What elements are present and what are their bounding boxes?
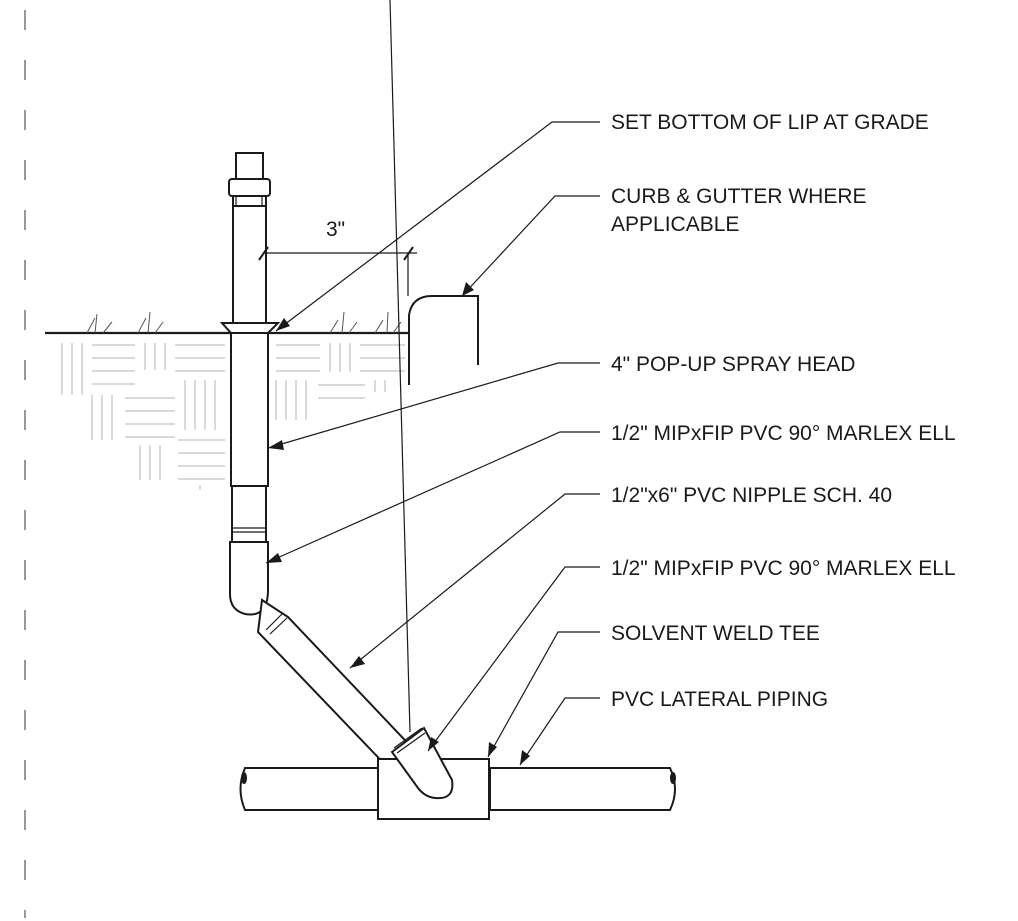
leader-lines: [265, 121, 600, 766]
callout-upper-ell: 1/2" MIPxFIP PVC 90° MARLEX ELL: [611, 422, 956, 445]
callout-lateral: PVC LATERAL PIPING: [611, 688, 828, 711]
curb-gutter-shape: [408, 295, 479, 385]
lateral-piping: [239, 767, 676, 811]
lower-elbow: [390, 726, 454, 800]
callout-lip-at-grade: SET BOTTOM OF LIP AT GRADE: [611, 111, 929, 134]
upper-elbow: [229, 541, 269, 616]
spray-head-body: [219, 205, 281, 487]
callout-lower-ell: 1/2" MIPxFIP PVC 90° MARLEX ELL: [611, 557, 956, 580]
callout-tee: SOLVENT WELD TEE: [611, 622, 820, 645]
soil-hatch: [61, 343, 405, 490]
riser-thread-section: [231, 485, 267, 543]
callout-nipple: 1/2"x6" PVC NIPPLE SCH. 40: [611, 484, 892, 507]
callout-labels: SET BOTTOM OF LIP AT GRADE CURB & GUTTER…: [611, 111, 956, 711]
spray-head-nozzle: [228, 152, 271, 207]
dimension-3in: 3": [258, 218, 417, 296]
callout-spray-head: 4" POP-UP SPRAY HEAD: [611, 353, 855, 376]
pvc-nipple: [256, 0, 422, 778]
dimension-label: 3": [326, 218, 345, 241]
callout-curb-gutter-line2: APPLICABLE: [611, 213, 739, 236]
callout-curb-gutter-line1: CURB & GUTTER WHERE: [611, 185, 867, 208]
grass-tufts: [86, 311, 402, 334]
